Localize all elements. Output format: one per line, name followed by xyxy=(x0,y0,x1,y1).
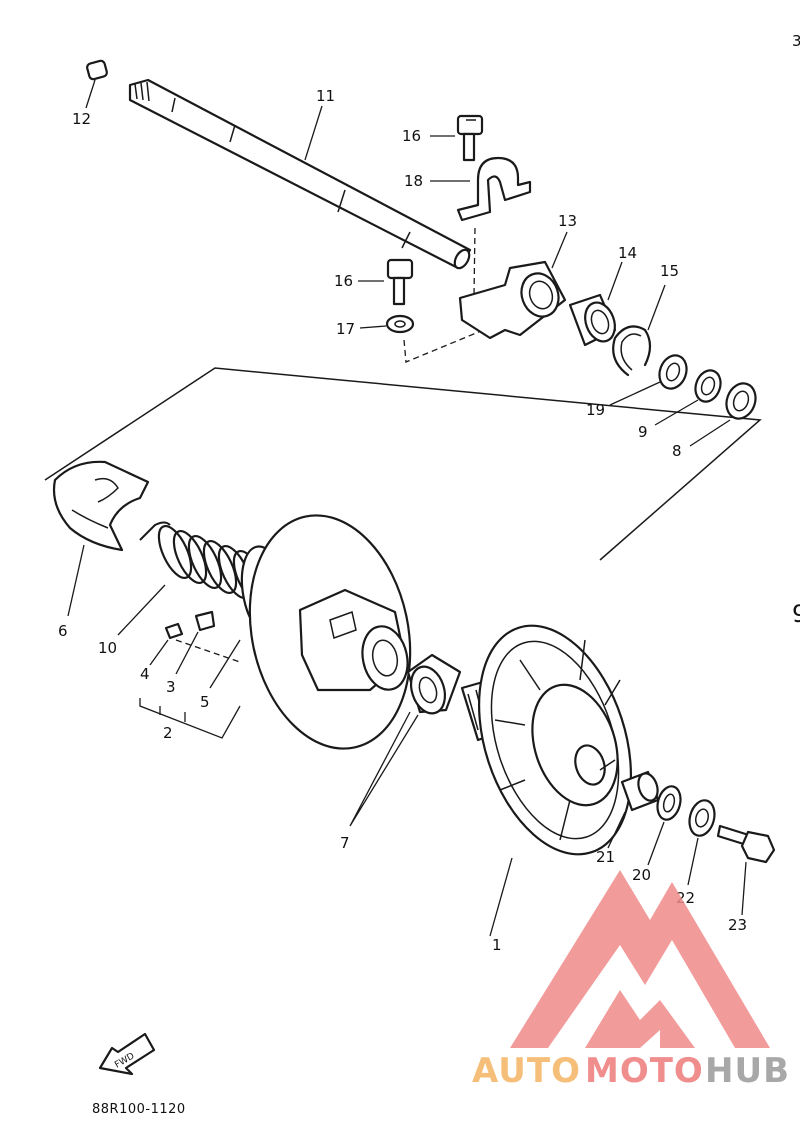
assembly-boundary xyxy=(44,367,762,561)
callout-16-upper: 16 xyxy=(402,127,421,145)
part-9-ring xyxy=(654,369,722,426)
callout-14: 14 xyxy=(618,244,637,262)
part-18-bracket xyxy=(430,156,532,296)
watermark-brand-hub: HUB xyxy=(705,1051,790,1091)
callout-21: 21 xyxy=(596,848,615,866)
callout-13: 13 xyxy=(558,212,577,230)
watermark-brand-moto: MOTO xyxy=(585,1051,704,1091)
callout-1: 1 xyxy=(492,936,502,954)
fwd-arrow-icon: FWD xyxy=(98,1032,156,1076)
part-8-washer xyxy=(689,382,757,447)
part-3-weight xyxy=(175,610,216,675)
callout-7: 7 xyxy=(340,834,350,852)
part-16-bolt-lower xyxy=(358,258,414,306)
callout-15: 15 xyxy=(660,262,679,280)
callout-17: 17 xyxy=(336,320,355,338)
part-15-circlip xyxy=(612,284,666,377)
callout-9: 9 xyxy=(638,423,648,441)
callout-23: 23 xyxy=(728,916,747,934)
part-2-sliding-sheave xyxy=(240,514,412,750)
part-21-spacer xyxy=(607,770,660,849)
callout-3: 3 xyxy=(166,678,176,696)
part-6-cam-cover xyxy=(52,460,150,617)
part-1-fixed-sheave xyxy=(460,624,633,937)
callout-12: 12 xyxy=(72,110,91,128)
edge-mark-mid-right: 9 xyxy=(792,600,800,628)
part-4-screw xyxy=(149,622,184,666)
diagram-code: 88R100-1120 xyxy=(92,1102,186,1117)
part-19-washer xyxy=(609,354,688,406)
watermark-brand-auto: AUTO xyxy=(472,1051,581,1091)
callout-labels: 1 2 3 4 5 6 7 8 9 10 11 12 13 14 15 16 1… xyxy=(58,87,747,954)
watermark-inner-mark-icon xyxy=(585,990,695,1048)
callout-11: 11 xyxy=(316,87,335,105)
part-5-pin xyxy=(175,639,241,689)
part-13-bearing-housing xyxy=(458,231,568,340)
part-12-cap xyxy=(85,59,108,109)
automotohub-watermark-logo: AUTO MOTO HUB xyxy=(472,870,790,1091)
assembly-outline-top xyxy=(44,367,762,561)
part-11-shaft xyxy=(128,78,472,270)
callout-2: 2 xyxy=(163,724,173,742)
part-20-washer xyxy=(647,785,682,866)
part-14-bearing xyxy=(568,261,623,347)
callout-4: 4 xyxy=(140,665,150,683)
callout-19: 19 xyxy=(586,401,605,419)
callout-6: 6 xyxy=(58,622,68,640)
callout-20: 20 xyxy=(632,866,651,884)
part-7-bushing xyxy=(349,653,462,827)
part-22-washer xyxy=(687,799,716,886)
part-16-bolt-upper xyxy=(430,114,484,162)
callout-8: 8 xyxy=(672,442,682,460)
part-2-bracket-lines xyxy=(139,698,241,739)
watermark-triangle-icon xyxy=(510,870,770,1048)
callout-16-lower: 16 xyxy=(334,272,353,290)
edge-mark-top-right: 3 xyxy=(792,32,800,50)
callout-10: 10 xyxy=(98,639,117,657)
part-17-washer xyxy=(359,314,499,363)
callout-18: 18 xyxy=(404,172,423,190)
callout-5: 5 xyxy=(200,693,210,711)
part-23-bolt xyxy=(716,824,776,916)
